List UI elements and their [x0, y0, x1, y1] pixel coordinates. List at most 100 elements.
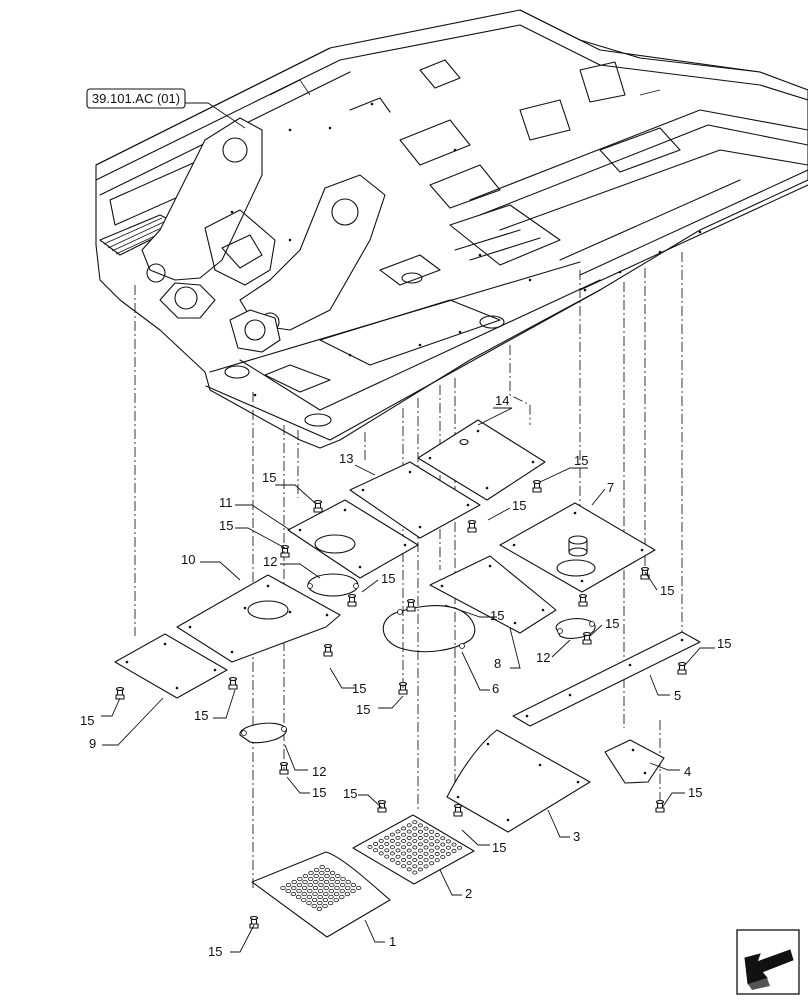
perforation-hole	[322, 897, 329, 903]
perforation-hole	[440, 855, 446, 860]
perforation-hole	[301, 885, 308, 891]
perforation-hole	[412, 858, 418, 862]
bolt-15	[249, 915, 259, 929]
perforation-hole	[313, 879, 319, 885]
perforation-hole	[311, 903, 317, 909]
callout-12-c: 12	[312, 764, 326, 779]
perforation-hole	[323, 885, 329, 891]
perforation-hole	[423, 851, 429, 856]
perforation-hole	[412, 826, 418, 831]
perforation-hole	[412, 864, 418, 869]
callout-12-a: 12	[263, 554, 277, 569]
perforation-hole	[280, 885, 286, 891]
perforation-hole	[395, 835, 401, 840]
perforation-hole	[423, 826, 429, 831]
perforation-hole	[302, 873, 309, 879]
perforation-hole	[429, 842, 435, 847]
gasket-12-middle	[307, 573, 359, 597]
perforation-hole	[434, 851, 440, 856]
gasket-6	[382, 604, 476, 653]
perforation-hole	[406, 835, 412, 840]
perforation-hole	[445, 852, 451, 856]
perforation-hole	[322, 903, 328, 909]
bolt-15	[279, 761, 289, 775]
perforation-hole	[350, 882, 357, 888]
perforation-hole	[316, 906, 323, 912]
perforation-hole	[373, 841, 379, 846]
perforation-hole	[335, 873, 341, 879]
bolt-15	[578, 593, 588, 607]
perforation-hole	[328, 888, 335, 894]
perforation-hole	[401, 857, 407, 862]
callout-15-l: 15	[194, 708, 208, 723]
bracket-4	[604, 739, 665, 784]
perforation-hole	[406, 861, 412, 866]
perforation-hole	[339, 888, 345, 894]
perforation-hole	[434, 839, 440, 844]
perforation-hole	[457, 845, 463, 850]
perforation-hole	[378, 851, 384, 856]
perforation-hole	[429, 855, 435, 859]
callout-15-g: 15	[490, 608, 504, 623]
perforation-hole	[307, 882, 313, 888]
bolt-15	[677, 661, 687, 675]
callout-15-j: 15	[352, 681, 366, 696]
perforation-hole	[445, 845, 451, 850]
perforation-hole	[389, 838, 395, 843]
perforation-hole	[329, 882, 335, 888]
perforation-hole	[378, 838, 384, 843]
perforation-hole	[313, 873, 319, 879]
perforation-hole	[308, 870, 314, 876]
perforation-hole	[440, 836, 446, 841]
callout-15-e: 15	[381, 571, 395, 586]
perforation-hole	[401, 864, 407, 869]
perforation-hole	[395, 848, 401, 853]
bolt-15	[640, 566, 650, 580]
perforation-hole	[297, 876, 303, 882]
perforation-hole	[429, 829, 435, 834]
perforation-hole	[312, 885, 319, 891]
callout-10: 10	[181, 552, 195, 567]
reference-label: 39.101.AC (01)	[92, 91, 180, 106]
perforation-hole	[323, 879, 330, 885]
perforation-hole	[384, 848, 390, 853]
perforation-hole	[301, 891, 307, 897]
perforation-hole	[423, 832, 429, 837]
perforation-hole	[423, 845, 429, 850]
perforation-hole	[296, 888, 302, 894]
perforation-hole	[291, 879, 297, 885]
gasket-12-lower	[239, 722, 287, 744]
perforation-hole	[384, 842, 390, 846]
perforation-hole	[324, 873, 330, 879]
perforation-hole	[301, 897, 307, 903]
reference-link-39-101-ac[interactable]: 39.101.AC (01)	[86, 88, 186, 109]
perforation-hole	[285, 888, 291, 894]
plate-5	[512, 631, 701, 727]
perforation-hole	[412, 870, 418, 875]
perforation-hole	[384, 854, 390, 859]
perforation-hole	[373, 848, 379, 853]
callout-8: 8	[494, 656, 501, 671]
plate-11	[287, 499, 419, 579]
perforation-hole	[423, 864, 429, 869]
bolt-15	[453, 803, 463, 817]
callout-15-a: 15	[574, 453, 588, 468]
leader-lines	[101, 102, 715, 953]
callout-15-q: 15	[492, 840, 506, 855]
perforation-hole	[344, 891, 351, 897]
perforation-hole	[290, 891, 297, 897]
callout-15-b: 15	[262, 470, 276, 485]
perforation-hole	[395, 842, 401, 847]
perforation-hole	[401, 845, 407, 850]
bolt-15	[655, 799, 665, 813]
perforation-hole	[406, 829, 412, 834]
callout-14: 14	[495, 393, 509, 408]
back-arrow-icon[interactable]	[736, 929, 800, 995]
callout-15-h: 15	[605, 616, 619, 631]
perforation-hole	[311, 897, 318, 903]
perforation-hole	[412, 832, 418, 837]
perforation-hole	[434, 833, 440, 837]
perforation-hole	[296, 882, 303, 888]
callout-15-c: 15	[512, 498, 526, 513]
